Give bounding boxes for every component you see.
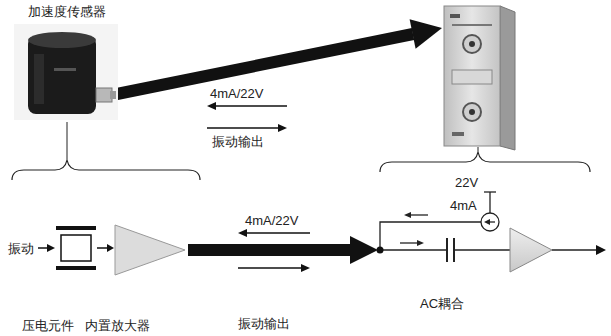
module-mark [452,132,464,136]
module-mark [452,24,492,26]
piezo-symbol [56,226,96,270]
wire [489,192,490,213]
arrow-head [484,219,490,225]
electrode [56,226,96,230]
sensor-print [54,68,76,71]
module-side [500,6,515,150]
direction-arrows [207,102,287,132]
signal-name: 振动输出 [212,134,264,149]
module-connector-pin [469,41,475,47]
signal-name: 4mA/22V [210,86,263,101]
arrow-head [207,102,216,110]
arrow-left [245,232,310,234]
current-source [481,213,499,231]
cable-line [112,34,413,95]
amplifier-module [444,6,515,150]
amplifier-box: 内置放大器 [115,225,185,275]
module-connector [463,103,481,121]
arrow-left [214,105,287,107]
arrow-head [404,212,411,218]
connector-arrowhead [107,244,114,252]
amplifier-shape [115,225,185,275]
signal-name: 4mA/22V [245,213,298,228]
cable-arrowhead [350,236,378,264]
module-connector [463,35,481,53]
arrow-head [238,229,247,237]
current-arrow [400,242,418,243]
signal-cable-arrow [188,236,378,264]
arrow-head [278,124,287,132]
piezo-element: 压电元件 [56,226,96,270]
electrode [56,266,96,270]
module-connector-pin [469,109,475,115]
receiver-circuit [380,192,598,262]
supply-voltage: 22V [455,175,478,190]
junction-dot [377,247,384,254]
arrow-head [417,240,424,246]
current-arrow [410,214,428,215]
sensor-connector-tip [110,91,116,99]
cable-arrowhead [410,19,442,48]
leader-line [478,147,479,152]
arrow-head [301,264,310,272]
signal-name: 振动输出 [238,316,290,331]
vibration-arrow [38,247,48,249]
module-front [444,6,500,146]
arrow-right [238,267,303,269]
sensor-photo: 加速度传感器 [14,24,118,120]
module-panel [452,70,492,84]
direction-arrows [238,229,310,272]
coupling-name: AC耦合 [420,296,464,311]
input-name: 振动 [8,241,34,256]
output-wire [552,249,598,250]
wire [380,222,481,250]
cable-line [188,244,352,256]
module-mark [450,14,460,18]
sensor-top [28,32,96,48]
leader-line [67,122,68,160]
node-label: 压电元件 [22,318,74,333]
arrow-head [47,244,55,252]
bracket [12,160,200,180]
connector-line [97,247,108,249]
photo-ground [14,24,118,120]
capacitor-plate [446,238,448,262]
current-value: 4mA [450,198,477,213]
node-label: 加速度传感器 [28,4,106,19]
amplifier-triangle [115,225,185,275]
sensor-photo [14,24,118,120]
node-label: 内置放大器 [85,318,150,333]
crystal [61,235,91,261]
arrow-right [207,127,280,129]
wire [454,249,510,250]
sensor-highlight [34,54,44,104]
bracket [380,152,590,172]
wire [380,249,447,250]
arrow-head [596,245,606,255]
sensor-connector [96,88,112,102]
signal-cable-arrow [112,19,442,95]
amplifier-symbol [510,228,552,272]
